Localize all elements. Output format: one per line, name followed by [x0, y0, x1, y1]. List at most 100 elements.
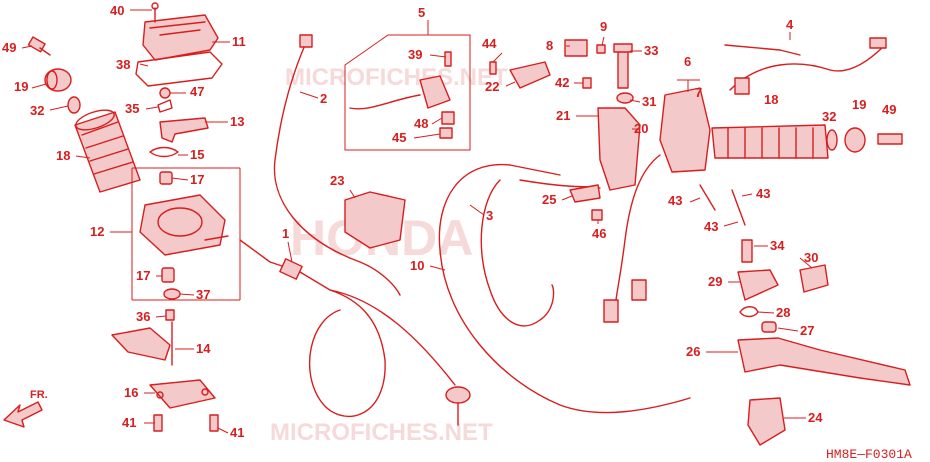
pin-36: [165, 309, 175, 321]
washer-31: [616, 92, 634, 104]
callout-49-right: 49: [882, 102, 896, 117]
callout-15: 15: [190, 147, 204, 162]
callout-26: 26: [686, 344, 700, 359]
callout-3: 3: [486, 208, 493, 223]
callout-19-left: 19: [14, 79, 28, 94]
throttle-housing-12: [131, 167, 241, 301]
switch-group-5: [344, 34, 471, 151]
callout-7: 7: [695, 85, 702, 100]
callout-36: 36: [136, 309, 150, 324]
relay-8: [564, 39, 588, 57]
callout-6: 6: [684, 54, 691, 69]
callout-37: 37: [196, 287, 210, 302]
block-30: [799, 264, 829, 293]
bolts-41: [153, 414, 219, 432]
collar-17-lower: [161, 267, 175, 283]
throttle-cable-2: [273, 34, 401, 296]
part-number-code: HM8E—F0301A: [826, 447, 912, 462]
washer-32-right: [826, 129, 838, 151]
callout-41-left: 41: [122, 415, 136, 430]
callout-30: 30: [804, 250, 818, 265]
bolt-44: [489, 61, 497, 75]
front-arrow-icon: [3, 401, 43, 428]
bolt-33: [613, 43, 633, 89]
callout-21: 21: [556, 108, 570, 123]
callout-1: 1: [282, 226, 289, 241]
throttle-cover-part: [142, 2, 219, 61]
bracket-13: [159, 117, 209, 143]
callout-23: 23: [330, 173, 344, 188]
callout-2: 2: [320, 91, 327, 106]
cable-1: [239, 239, 471, 426]
throttle-lever-14: [111, 321, 173, 366]
grip-18-left: [74, 109, 141, 193]
screw-42: [582, 77, 592, 89]
collar-27: [761, 321, 777, 333]
callout-27: 27: [800, 323, 814, 338]
callout-18-right: 18: [764, 92, 778, 107]
callout-42: 42: [555, 75, 569, 90]
callout-14: 14: [196, 341, 211, 356]
callout-38: 38: [116, 57, 130, 72]
callout-5: 5: [418, 5, 425, 20]
callout-8: 8: [546, 38, 553, 53]
callout-34: 34: [770, 238, 785, 253]
bolt-34: [741, 239, 753, 263]
callout-32-left: 32: [30, 103, 44, 118]
callout-45: 45: [392, 130, 406, 145]
callout-24: 24: [808, 410, 823, 425]
direction-label: FR.: [30, 389, 48, 401]
end-cap-19-right: [844, 127, 866, 153]
callout-28: 28: [776, 305, 790, 320]
callout-33: 33: [644, 43, 658, 58]
callout-20: 20: [634, 121, 648, 136]
washer-37: [163, 288, 181, 300]
callout-12: 12: [90, 224, 104, 239]
watermark-bottom: MICROFICHES.NET: [270, 419, 493, 446]
grip-18-right: [711, 124, 829, 159]
cable-10: [438, 163, 691, 414]
bolt-49-left: [27, 36, 51, 56]
callout-40: 40: [110, 3, 124, 18]
callout-35: 35: [125, 101, 139, 116]
nut-46: [591, 209, 603, 221]
callout-13: 13: [230, 114, 244, 129]
end-cap-19-left: [44, 68, 72, 92]
callout-44: 44: [482, 36, 497, 51]
callout-17-upper: 17: [190, 172, 204, 187]
callout-41-right: 41: [230, 425, 244, 440]
callout-48: 48: [414, 116, 428, 131]
callout-43-b: 43: [756, 186, 770, 201]
callout-47: 47: [190, 84, 204, 99]
bracket-25: [569, 184, 601, 203]
washer-32-left: [67, 96, 81, 114]
callout-25: 25: [542, 192, 556, 207]
callout-10: 10: [410, 258, 424, 273]
callout-43-a: 43: [668, 193, 682, 208]
watermark-top: MICROFICHES.NET: [285, 64, 508, 91]
leader-lines: [21, 9, 813, 434]
washer-47: [159, 87, 171, 99]
bolt-49-right: [877, 133, 903, 145]
bracket-22: [509, 61, 551, 89]
callout-31: 31: [642, 94, 656, 109]
clamp-16: [149, 379, 216, 409]
clip-35: [157, 99, 173, 113]
callout-22: 22: [485, 79, 499, 94]
callout-32-right: 32: [822, 109, 836, 124]
callout-16: 16: [124, 385, 138, 400]
callout-19-right: 19: [852, 97, 866, 112]
lever-29: [737, 269, 779, 301]
harness-4: [724, 37, 887, 95]
spring-15: [149, 146, 179, 158]
callout-17-lower: 17: [136, 268, 150, 283]
bracket-23: [344, 191, 406, 249]
collar-17-upper: [159, 171, 173, 185]
right-switch-6-7: [603, 79, 711, 323]
bolts-43: [699, 184, 746, 226]
gasket-part: [135, 51, 223, 87]
callout-4: 4: [786, 17, 794, 32]
brake-lever-26: [737, 337, 911, 386]
